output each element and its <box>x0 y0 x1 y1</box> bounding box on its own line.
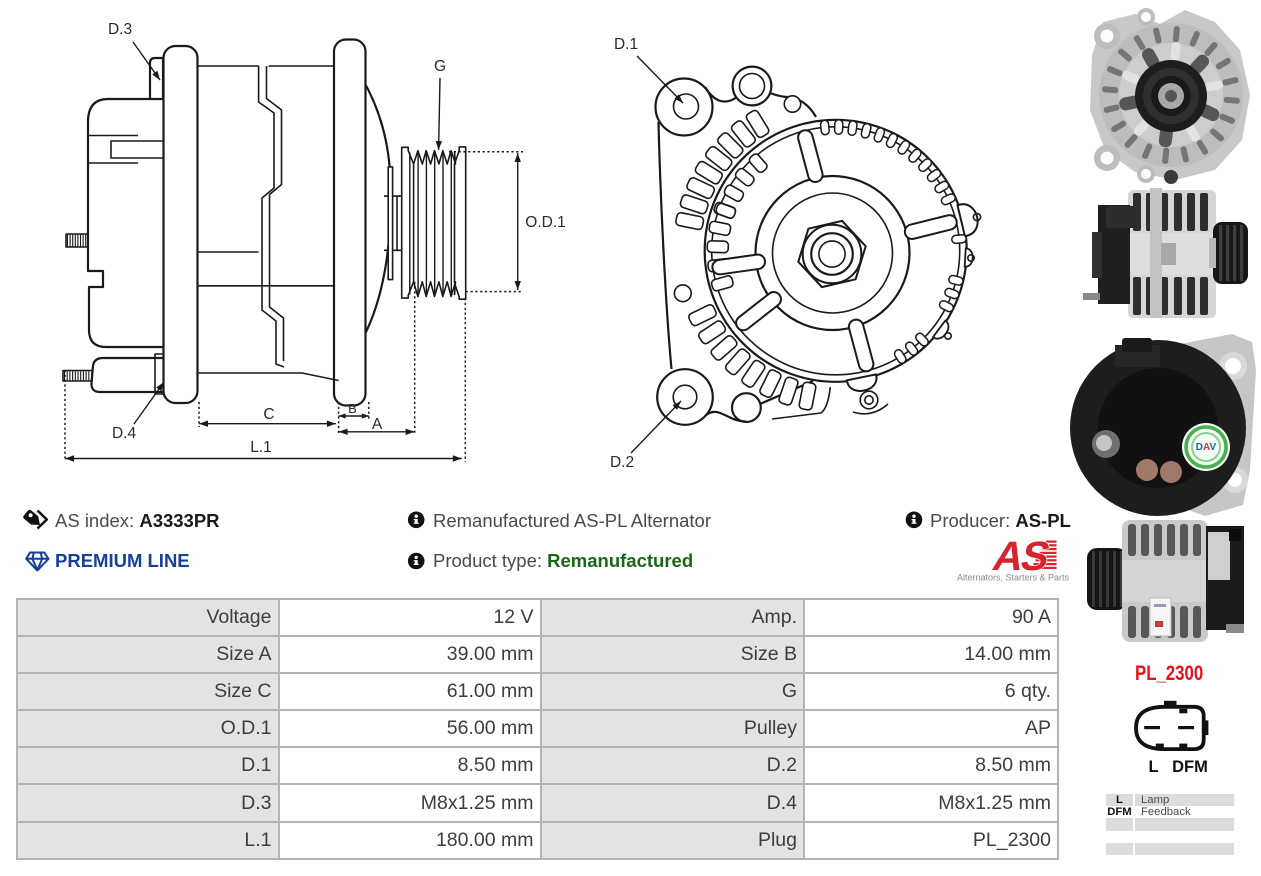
svg-text:B: B <box>348 401 357 416</box>
svg-text:Alternators, Starters & Parts: Alternators, Starters & Parts <box>957 573 1070 583</box>
svg-text:D.4: D.4 <box>112 425 137 442</box>
svg-text:D.3: D.3 <box>108 21 132 38</box>
svg-text:D.2: D.2 <box>610 454 634 471</box>
svg-text:DAV: DAV <box>1196 442 1217 453</box>
svg-text:G: G <box>434 58 446 75</box>
svg-text:L.1: L.1 <box>250 439 272 456</box>
svg-text:C: C <box>263 406 274 423</box>
svg-text:A: A <box>372 416 383 433</box>
svg-text:O.D.1: O.D.1 <box>525 214 565 231</box>
svg-text:D.1: D.1 <box>614 36 638 53</box>
